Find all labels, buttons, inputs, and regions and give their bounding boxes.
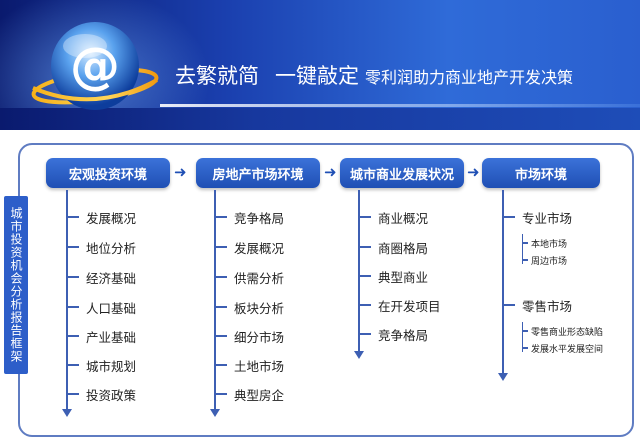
list-item: 人口基础 — [67, 298, 136, 316]
column-connector-line — [210, 190, 220, 417]
list-item: 竞争格局 — [359, 325, 428, 343]
list-item: 竞争格局 — [215, 208, 284, 226]
list-item: 典型商业 — [359, 267, 428, 285]
list-item: 城市规划 — [67, 356, 136, 374]
sub-list-item: 发展水平发展空间 — [522, 341, 603, 355]
column-connector-line — [498, 190, 508, 381]
sub-list-item: 本地市场 — [522, 236, 567, 250]
group-item: 零售市场 — [503, 296, 572, 314]
title-part1: 去繁就简 — [175, 64, 259, 88]
column-header-market: 市场环境 — [482, 158, 600, 188]
list-item: 在开发项目 — [359, 296, 441, 314]
arrow-icon: ➜ — [467, 163, 480, 181]
list-item: 发展概况 — [67, 208, 136, 226]
banner-strip — [0, 108, 640, 130]
subtitle: 零利润助力商业地产开发决策 — [365, 68, 574, 87]
side-label-text: 城市投资机会分析报告框架 — [9, 207, 23, 363]
group-item: 专业市场 — [503, 208, 572, 226]
list-item: 细分市场 — [215, 327, 284, 345]
at-sign-globe-icon: @ — [31, 22, 159, 110]
arrow-icon: ➜ — [324, 163, 337, 181]
list-item: 板块分析 — [215, 298, 284, 316]
banner-highlight-line — [160, 104, 640, 107]
arrow-icon: ➜ — [174, 163, 187, 181]
header-banner: @ 去繁就简一键敲定零利润助力商业地产开发决策 — [0, 0, 640, 130]
svg-text:@: @ — [70, 37, 120, 95]
list-item: 经济基础 — [67, 268, 136, 286]
list-item: 地位分析 — [67, 238, 136, 256]
list-item: 投资政策 — [67, 385, 136, 403]
list-item: 供需分析 — [215, 268, 284, 286]
list-item: 商业概况 — [359, 208, 428, 226]
column-header-city-commerce: 城市商业发展状况 — [340, 158, 464, 188]
list-item: 土地市场 — [215, 356, 284, 374]
column-header-realestate: 房地产市场环境 — [196, 158, 320, 188]
list-item: 发展概况 — [215, 238, 284, 256]
sub-bracket — [522, 234, 523, 264]
sub-bracket — [522, 322, 523, 352]
sub-list-item: 周边市场 — [522, 253, 567, 267]
column-header-macro: 宏观投资环境 — [46, 158, 170, 188]
title-part2: 一键敲定 — [275, 64, 359, 88]
sub-list-item: 零售商业形态缺陷 — [522, 324, 603, 338]
framework-frame — [18, 143, 634, 437]
list-item: 产业基础 — [67, 327, 136, 345]
banner-title: 去繁就简一键敲定零利润助力商业地产开发决策 — [175, 60, 573, 90]
list-item: 商圈格局 — [359, 238, 428, 256]
column-connector-line — [62, 190, 72, 417]
list-item: 典型房企 — [215, 385, 284, 403]
column-connector-line — [354, 190, 364, 359]
side-label: 城市投资机会分析报告框架 — [4, 196, 28, 374]
